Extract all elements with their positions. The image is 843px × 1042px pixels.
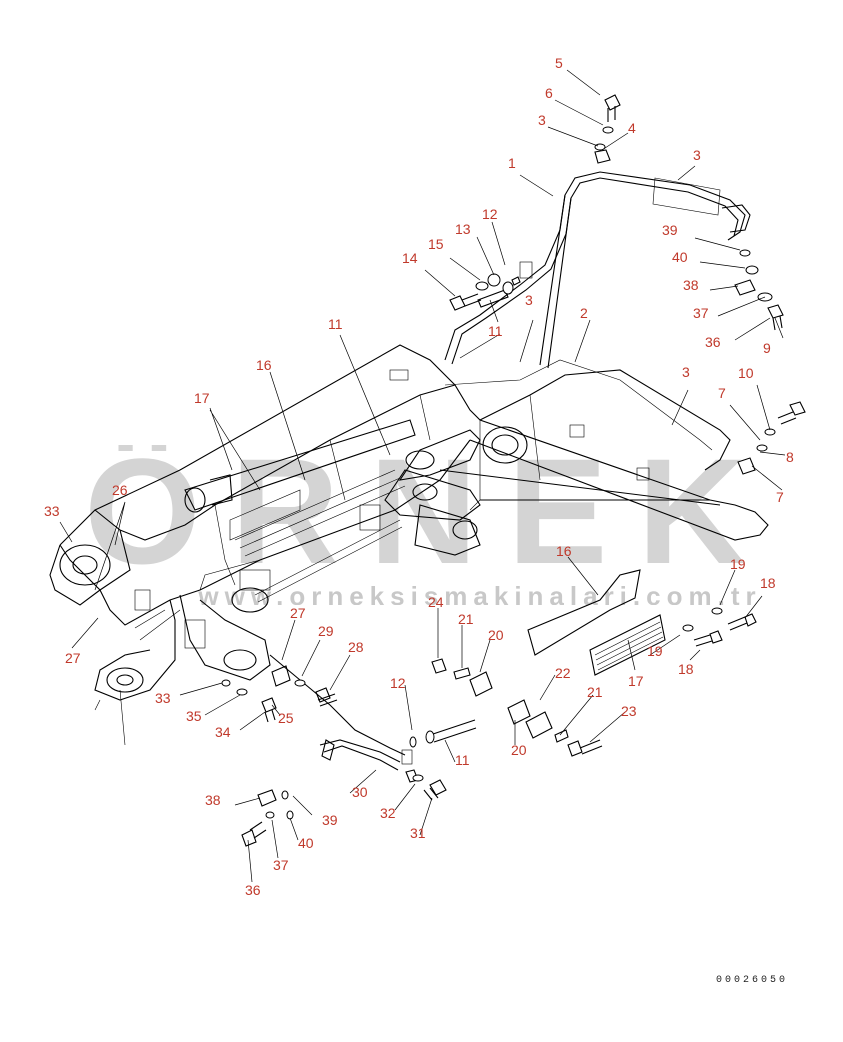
bolt-group-upper (449, 273, 521, 311)
callout-30: 30 (352, 784, 368, 800)
callout-24: 24 (428, 594, 444, 610)
small-parts-right (734, 249, 806, 475)
callout-19: 19 (730, 556, 746, 572)
drawing-code: 00026050 (716, 975, 789, 986)
callout-39: 39 (322, 812, 338, 828)
callout-36: 36 (705, 334, 721, 350)
callout-6: 6 (545, 85, 553, 101)
boom-assembly (49, 344, 769, 746)
callout-14: 14 (402, 250, 418, 266)
callout-25: 25 (278, 710, 294, 726)
callout-32: 32 (380, 805, 396, 821)
callout-28: 28 (348, 639, 364, 655)
callout-21: 21 (458, 611, 474, 627)
callout-33: 33 (44, 503, 60, 519)
callout-23: 23 (621, 703, 637, 719)
callout-16: 16 (256, 357, 272, 373)
callout-39: 39 (662, 222, 678, 238)
callout-12: 12 (482, 206, 498, 222)
callout-4: 4 (628, 120, 636, 136)
callout-5: 5 (555, 55, 563, 71)
callout-29: 29 (318, 623, 334, 639)
callout-27: 27 (290, 605, 306, 621)
callout-38: 38 (205, 792, 221, 808)
callout-11: 11 (455, 752, 470, 768)
callout-17: 17 (628, 673, 644, 689)
callout-36: 36 (245, 882, 261, 898)
callout-7: 7 (776, 489, 784, 505)
callout-3: 3 (693, 147, 701, 163)
callout-labels: 5 6 3 4 1 3 39 40 38 37 36 9 12 13 15 14… (44, 55, 794, 898)
callout-40: 40 (672, 249, 688, 265)
callout-19: 19 (647, 643, 663, 659)
callout-3: 3 (525, 292, 533, 308)
leader-lines (59, 69, 786, 883)
callout-18: 18 (678, 661, 694, 677)
callout-2: 2 (580, 305, 588, 321)
watermark: ÖRNEK www.orneksismakinalari.com.tr (84, 445, 776, 605)
callout-15: 15 (428, 236, 444, 252)
callout-7: 7 (718, 385, 726, 401)
callout-20: 20 (511, 742, 527, 758)
callout-8: 8 (786, 449, 794, 465)
callout-34: 34 (215, 724, 231, 740)
guard-group (527, 569, 757, 676)
clamp-group-top (594, 94, 621, 164)
callout-17: 17 (194, 390, 210, 406)
callout-20: 20 (488, 627, 504, 643)
callout-1: 1 (508, 155, 516, 171)
callout-9: 9 (763, 340, 771, 356)
callout-33: 33 (155, 690, 171, 706)
callout-3: 3 (538, 112, 546, 128)
callout-22: 22 (555, 665, 571, 681)
callout-11: 11 (488, 323, 503, 339)
callout-16: 16 (556, 543, 572, 559)
callout-11: 11 (328, 316, 343, 332)
pipe-1 (444, 171, 751, 369)
callout-3: 3 (682, 364, 690, 380)
callout-37: 37 (273, 857, 289, 873)
callout-27: 27 (65, 650, 81, 666)
callout-21: 21 (587, 684, 603, 700)
callout-13: 13 (455, 221, 471, 237)
callout-10: 10 (738, 365, 754, 381)
callout-12: 12 (390, 675, 406, 691)
callout-31: 31 (410, 825, 426, 841)
callout-40: 40 (298, 835, 314, 851)
callout-37: 37 (693, 305, 709, 321)
watermark-main-text: ÖRNEK (84, 445, 776, 595)
callout-18: 18 (760, 575, 776, 591)
bolt-group-center (409, 658, 603, 757)
callout-26: 26 (112, 482, 128, 498)
callout-35: 35 (186, 708, 202, 724)
callout-38: 38 (683, 277, 699, 293)
